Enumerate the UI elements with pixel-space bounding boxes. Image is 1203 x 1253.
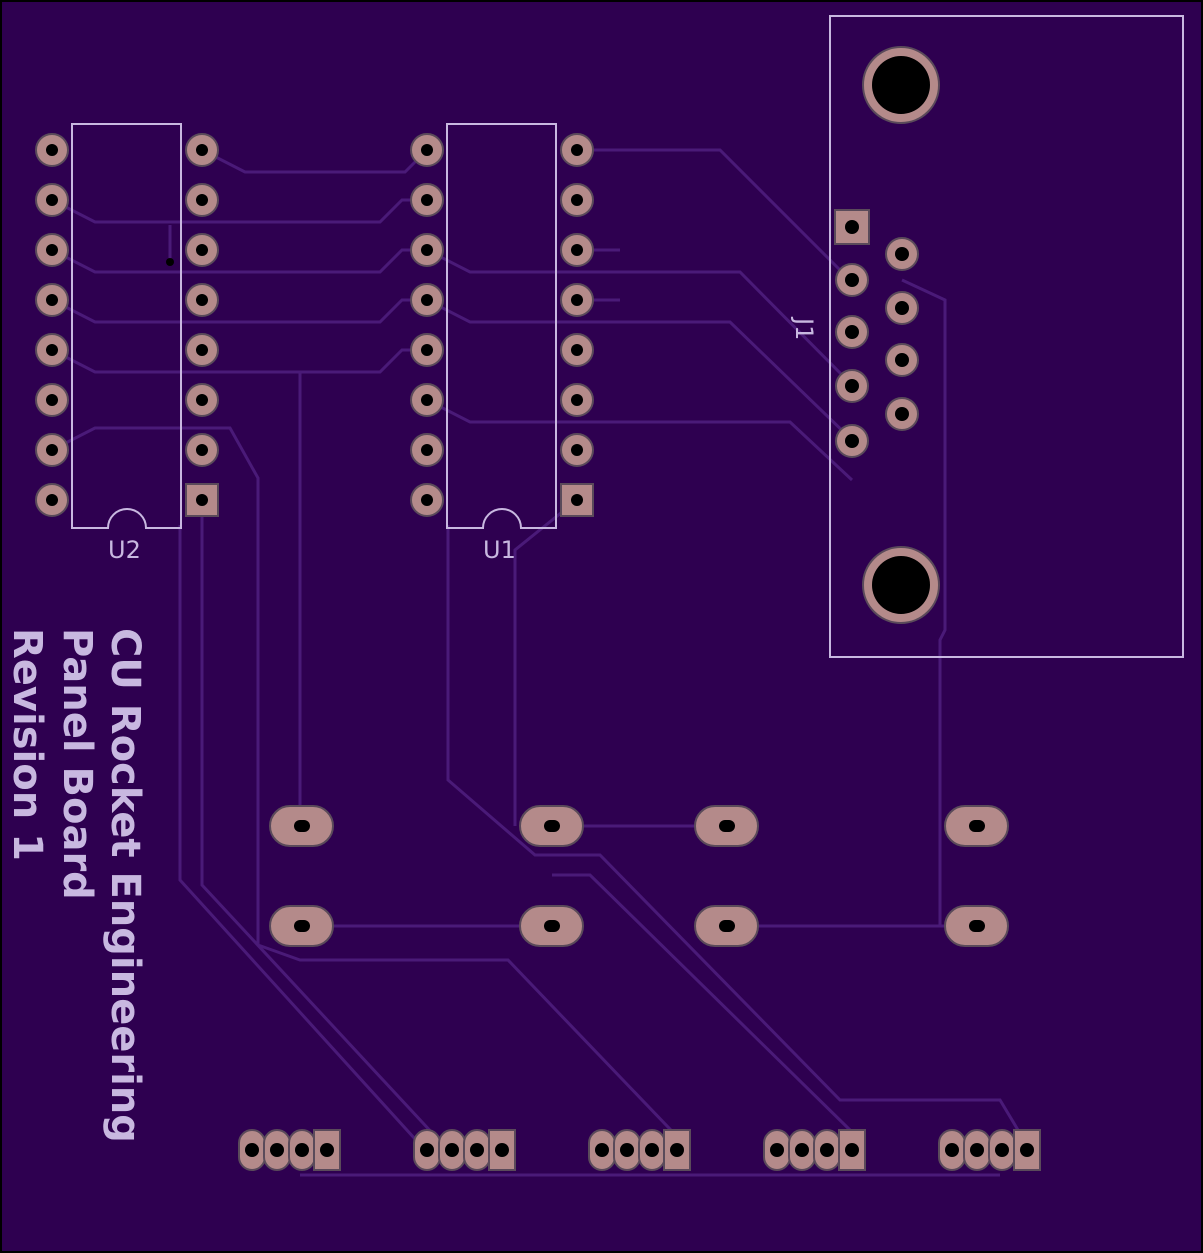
header-drill bbox=[295, 1143, 309, 1157]
header-drill bbox=[245, 1143, 259, 1157]
header-drill bbox=[495, 1143, 509, 1157]
header-drill bbox=[970, 1143, 984, 1157]
header-2 bbox=[413, 1129, 516, 1171]
title-line-3: Revision 1 bbox=[4, 628, 50, 861]
header-4 bbox=[763, 1129, 866, 1171]
header-drill bbox=[320, 1143, 334, 1157]
u2-silkscreen bbox=[71, 123, 182, 529]
u2-ref-label: U2 bbox=[108, 536, 141, 564]
u1-pads bbox=[410, 133, 594, 517]
u2-pads bbox=[35, 133, 219, 517]
header-drill bbox=[1020, 1143, 1034, 1157]
title-line-1: CU Rocket Engineering bbox=[102, 628, 148, 1143]
header-drill bbox=[995, 1143, 1009, 1157]
title-line-2: Panel Board bbox=[54, 628, 100, 900]
header-drill bbox=[620, 1143, 634, 1157]
header-drill bbox=[270, 1143, 284, 1157]
u1-silkscreen bbox=[446, 123, 557, 529]
header-drill bbox=[770, 1143, 784, 1157]
header-drill bbox=[845, 1143, 859, 1157]
u1-ref-label: U1 bbox=[483, 536, 516, 564]
header-drill bbox=[945, 1143, 959, 1157]
switch-pads bbox=[269, 805, 1009, 947]
pin-headers bbox=[238, 1129, 1041, 1171]
header-drill bbox=[470, 1143, 484, 1157]
header-3 bbox=[588, 1129, 691, 1171]
header-drill bbox=[595, 1143, 609, 1157]
header-5 bbox=[938, 1129, 1041, 1171]
header-drill bbox=[795, 1143, 809, 1157]
header-drill bbox=[670, 1143, 684, 1157]
board-title: CU Rocket Engineering Panel Board Revisi… bbox=[4, 628, 148, 1143]
header-drill bbox=[445, 1143, 459, 1157]
header-drill bbox=[645, 1143, 659, 1157]
j1-silkscreen bbox=[829, 15, 1184, 658]
header-drill bbox=[420, 1143, 434, 1157]
header-1 bbox=[238, 1129, 341, 1171]
j1-ref-label: J1 bbox=[790, 316, 818, 340]
header-drill bbox=[820, 1143, 834, 1157]
j1-pads bbox=[834, 46, 940, 624]
